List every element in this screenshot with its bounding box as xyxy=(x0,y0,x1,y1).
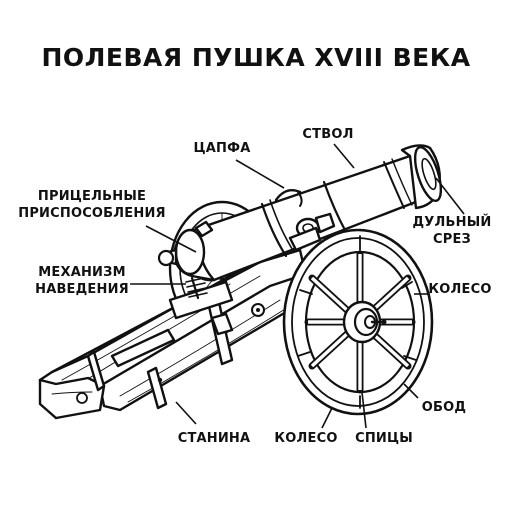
label-wheel-bottom: КОЛЕСО xyxy=(274,431,337,446)
label-spokes: СПИЦЫ xyxy=(355,431,413,446)
label-sights-line2: ПРИСПОСОБЛЕНИЯ xyxy=(18,206,166,221)
label-muzzle-line1: ДУЛЬНЫЙ xyxy=(413,214,492,230)
label-muzzle-line2: СРЕЗ xyxy=(433,232,471,247)
label-rim: ОБОД xyxy=(422,400,466,415)
leader-trunnion xyxy=(236,160,284,188)
leader-trail xyxy=(176,402,196,424)
label-trunnion: ЦАПФА xyxy=(194,141,251,156)
label-elevation-line1: МЕХАНИЗМ xyxy=(38,265,125,280)
label-sights-line1: ПРИЦЕЛЬНЫЕ xyxy=(38,189,146,204)
leader-wheel-bottom xyxy=(322,408,332,428)
label-trail: СТАНИНА xyxy=(178,431,251,446)
label-barrel: СТВОЛ xyxy=(302,127,353,142)
diagram-title: ПОЛЕВАЯ ПУШКА XVIII ВЕКА xyxy=(41,43,470,72)
near-wheel xyxy=(284,230,432,414)
label-elevation-line2: НАВЕДЕНИЯ xyxy=(35,282,129,297)
leader-barrel xyxy=(334,144,354,168)
label-wheel-right: КОЛЕСО xyxy=(428,282,491,297)
